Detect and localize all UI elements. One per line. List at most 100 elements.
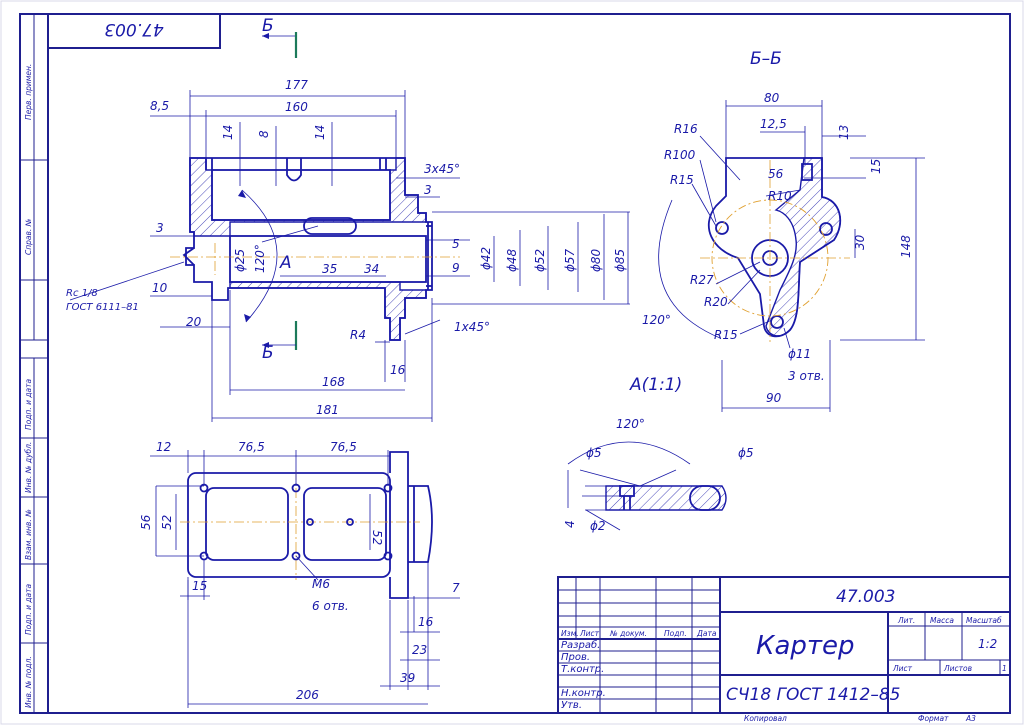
dim-d52: ϕ52: [533, 249, 547, 272]
side-strip: Перв. примен. Справ. № Подп. и дата Инв.…: [19, 13, 49, 714]
dim-d11: ϕ11: [788, 347, 811, 361]
dim-206: 206: [296, 688, 319, 702]
dim-15-top: 15: [192, 579, 207, 593]
dim-120-detail: 120°: [616, 417, 645, 431]
dim-d25: ϕ25: [233, 249, 247, 272]
front-view: [170, 157, 460, 341]
cut-letter-bottom: Б: [262, 343, 274, 363]
dim-r15-top: R15: [670, 173, 694, 187]
tb-sheets-value: 1: [1002, 664, 1007, 673]
side-label-sign-date-2: Подп. и дата: [24, 584, 33, 635]
tb-mass-label: Масса: [930, 616, 954, 625]
dim-d2: ϕ2: [590, 519, 606, 533]
section-view: Б–Б: [658, 49, 850, 342]
thread-note-rc: Rc 1/8: [66, 288, 98, 299]
dim-12-5: 12,5: [760, 117, 787, 131]
dim-5: 5: [452, 237, 460, 251]
dim-12: 12: [156, 440, 171, 454]
dim-4: 4: [563, 520, 577, 528]
dim-20: 20: [186, 315, 202, 329]
top-view-dimensions: [150, 450, 460, 708]
holes-6: 6 отв.: [312, 599, 349, 613]
dim-9: 9: [452, 261, 460, 275]
dim-148: 148: [899, 235, 913, 258]
dim-d80: ϕ80: [589, 248, 603, 272]
dim-168: 168: [322, 375, 345, 389]
dim-3-right: 3: [424, 183, 432, 197]
dim-76-5-left: 76,5: [238, 440, 265, 454]
tb-lit-label: Лит.: [897, 616, 915, 625]
detail-letter-front: А: [279, 253, 292, 273]
tb-part-name: Картер: [756, 631, 855, 661]
dim-7: 7: [452, 581, 460, 595]
tb-sheet-label: Лист: [892, 664, 913, 673]
dim-177: 177: [285, 78, 308, 92]
dim-d5-right: ϕ5: [738, 446, 754, 460]
tb-sheets-label: Листов: [943, 664, 972, 673]
dim-76-5-right: 76,5: [330, 440, 357, 454]
dim-r16: R16: [674, 122, 698, 136]
tb-header-date: Дата: [696, 629, 717, 638]
tb-copied-label: Копировал: [744, 714, 787, 723]
side-label-replace-inv: Взам. инв. №: [24, 509, 33, 560]
dim-52-right: 52: [370, 530, 384, 545]
front-view-dimensions: [69, 90, 630, 422]
title-block: Изм. Лист № докум. Подп. Дата Разраб. Пр…: [557, 576, 1011, 723]
dim-r27: R27: [690, 273, 714, 287]
dim-r100: R100: [664, 148, 696, 162]
side-label-sign-date-1: Подп. и дата: [24, 379, 33, 430]
dim-52-left: 52: [160, 515, 174, 530]
tb-format-label: Формат: [918, 714, 949, 723]
dim-r10: R10: [768, 189, 792, 203]
dim-r4: R4: [350, 328, 366, 342]
dim-23: 23: [412, 643, 427, 657]
dim-10: 10: [152, 281, 168, 295]
thread-note-gost: ГОСТ 6111–81: [66, 302, 139, 313]
dim-d85: ϕ85: [613, 249, 627, 272]
tb-row-checked: Пров.: [561, 652, 590, 663]
dim-d57: ϕ57: [563, 248, 577, 272]
dim-8: 8: [257, 130, 271, 138]
tb-row-tcontrol: Т.контр.: [561, 664, 604, 675]
dim-d42: ϕ42: [479, 247, 493, 270]
dim-3-left: 3: [156, 221, 164, 235]
detail-view: [567, 441, 727, 531]
dim-181: 181: [316, 403, 339, 417]
dim-r15-bottom: R15: [714, 328, 738, 342]
dim-16-front: 16: [390, 363, 406, 377]
side-label-reference: Справ. №: [24, 218, 33, 255]
cut-letter-top: Б: [262, 16, 274, 36]
dim-80: 80: [764, 91, 780, 105]
tb-header-doc: № докум.: [609, 629, 647, 638]
section-title: Б–Б: [750, 49, 782, 69]
section-view-labels: 80 12,5 13 15 56 R16 R100 R15 R10 30 148…: [629, 91, 913, 405]
dim-d48: ϕ48: [505, 248, 519, 272]
dim-15: 15: [869, 159, 883, 174]
top-view: [180, 451, 433, 599]
dim-120-front: 120°: [253, 244, 267, 273]
tb-scale-label: Масштаб: [966, 616, 1002, 625]
dim-8-5: 8,5: [150, 99, 169, 113]
tb-header-sheet: Лист: [579, 629, 600, 638]
tb-row-approved: Утв.: [561, 700, 582, 711]
dim-34: 34: [364, 262, 379, 276]
rotated-number-box: 47.003: [47, 13, 221, 49]
doc-number-rotated: 47.003: [104, 19, 163, 39]
dim-39: 39: [400, 671, 415, 685]
tb-header-sign: Подп.: [664, 629, 687, 638]
dim-16-top: 16: [418, 615, 434, 629]
side-label-dup-inv: Инв. № дубл.: [24, 442, 33, 493]
thread-m6: M6: [312, 577, 330, 591]
dim-14-left: 14: [221, 125, 235, 140]
side-label-orig-inv: Инв. № подл.: [24, 656, 33, 708]
top-view-labels: 12 76,5 76,5 56 52 52 15 M6 6 отв. 7 16 …: [139, 440, 460, 702]
dim-1x45: 1x45°: [454, 320, 490, 334]
dim-160: 160: [285, 100, 308, 114]
tb-designation: 47.003: [836, 587, 895, 607]
detail-view-labels: 120° ϕ5 ϕ5 4 ϕ2: [563, 417, 754, 533]
dim-90: 90: [766, 391, 782, 405]
dim-56-top: 56: [139, 514, 153, 530]
holes-3: 3 отв.: [788, 369, 825, 383]
